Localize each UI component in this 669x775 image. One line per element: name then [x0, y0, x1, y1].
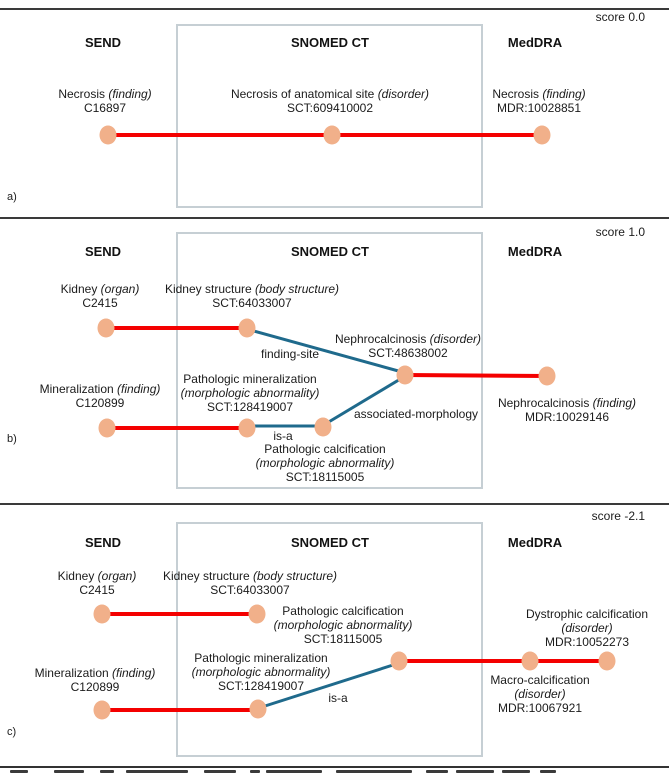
score-label-a: score 0.0	[595, 10, 645, 24]
cut-off-caption-fragment	[250, 770, 260, 773]
node-label-sct-kidney-structure: Kidney structure (body structure)SCT:640…	[162, 569, 338, 597]
node-dot-sct-pathologic-calcification	[314, 417, 332, 437]
cut-off-caption-fragment	[126, 770, 188, 773]
node-dot-sct-kidney-structure	[238, 318, 256, 338]
snomed-ct-box	[176, 24, 483, 208]
score-label-b: score 1.0	[595, 225, 645, 239]
column-header-meddra: MedDRA	[507, 535, 563, 550]
node-label-sct-pathologic-mineralization: Pathologic mineralization(morphologic ab…	[180, 372, 320, 414]
cut-off-caption-fragment	[502, 770, 530, 773]
node-dot-mdr-necrosis	[533, 125, 551, 145]
node-label-send-kidney: Kidney (organ)C2415	[57, 569, 137, 597]
snomed-ct-box	[176, 232, 483, 489]
node-dot-sct-kidney-structure	[248, 604, 266, 624]
node-label-send-mineralization: Mineralization (finding)C120899	[39, 382, 161, 410]
panel-letter-b: b)	[7, 433, 17, 445]
bottom-divider	[0, 766, 669, 768]
node-dot-send-necrosis	[99, 125, 117, 145]
node-label-send-necrosis: Necrosis (finding)C16897	[58, 87, 152, 115]
cut-off-caption-fragment	[456, 770, 494, 773]
node-label-mdr-dystrophic-calcification: Dystrophic calcification(disorder)MDR:10…	[525, 607, 649, 649]
node-label-sct-necrosis-of-anatomical-site: Necrosis of anatomical site (disorder)SC…	[230, 87, 430, 115]
column-header-snomed-ct: SNOMED CT	[291, 535, 369, 550]
node-dot-mdr-dystrophic-calcification	[598, 651, 616, 671]
node-dot-sct-necrosis-of-anatomical-site	[323, 125, 341, 145]
cut-off-caption-fragment	[10, 770, 28, 773]
node-label-sct-nephrocalcinosis: Nephrocalcinosis (disorder)SCT:48638002	[334, 332, 482, 360]
column-header-send: SEND	[84, 535, 122, 550]
node-dot-sct-pathologic-mineralization	[249, 699, 267, 719]
node-label-mdr-macro-calcification: Macro-calcification(disorder)MDR:1006792…	[490, 673, 590, 715]
cut-off-caption-fragment	[266, 770, 322, 773]
panel-letter-c: c)	[7, 726, 17, 738]
score-label-c: score -2.1	[591, 509, 645, 523]
column-header-snomed-ct: SNOMED CT	[291, 35, 369, 50]
snomed-ct-box	[176, 522, 483, 757]
node-dot-send-kidney	[93, 604, 111, 624]
panel-letter-a: a)	[7, 191, 17, 203]
node-label-sct-kidney-structure: Kidney structure (body structure)SCT:640…	[164, 282, 340, 310]
cut-off-caption-fragment	[100, 770, 114, 773]
cut-off-caption-fragment	[426, 770, 448, 773]
node-dot-mdr-nephrocalcinosis	[538, 366, 556, 386]
node-dot-send-mineralization	[98, 418, 116, 438]
node-dot-sct-pathologic-calcification	[390, 651, 408, 671]
cut-off-caption-fragment	[540, 770, 556, 773]
node-label-sct-pathologic-mineralization: Pathologic mineralization(morphologic ab…	[191, 651, 331, 693]
edge-label-is-a: is-a	[273, 429, 293, 443]
cut-off-caption-fragment	[336, 770, 412, 773]
edge-label-is-a: is-a	[328, 691, 348, 705]
node-label-send-mineralization: Mineralization (finding)C120899	[34, 666, 156, 694]
cut-off-caption-fragment	[204, 770, 236, 773]
edge-label-associated-morphology: associated-morphology	[353, 407, 479, 421]
node-dot-send-kidney	[97, 318, 115, 338]
cut-off-caption-fragment	[54, 770, 84, 773]
column-header-send: SEND	[84, 244, 122, 259]
column-header-meddra: MedDRA	[507, 35, 563, 50]
node-dot-sct-pathologic-mineralization	[238, 418, 256, 438]
node-label-send-kidney: Kidney (organ)C2415	[60, 282, 140, 310]
node-label-sct-pathologic-calcification: Pathologic calcification(morphologic abn…	[255, 442, 395, 484]
node-label-mdr-necrosis: Necrosis (finding)MDR:10028851	[492, 87, 586, 115]
node-label-sct-pathologic-calcification: Pathologic calcification(morphologic abn…	[273, 604, 413, 646]
column-header-snomed-ct: SNOMED CT	[291, 244, 369, 259]
node-dot-send-mineralization	[93, 700, 111, 720]
node-label-mdr-nephrocalcinosis: Nephrocalcinosis (finding)MDR:10029146	[497, 396, 637, 424]
column-header-send: SEND	[84, 35, 122, 50]
edge-label-finding-site: finding-site	[260, 347, 320, 361]
node-dot-mdr-macro-calcification	[521, 651, 539, 671]
node-dot-sct-nephrocalcinosis	[396, 365, 414, 385]
column-header-meddra: MedDRA	[507, 244, 563, 259]
